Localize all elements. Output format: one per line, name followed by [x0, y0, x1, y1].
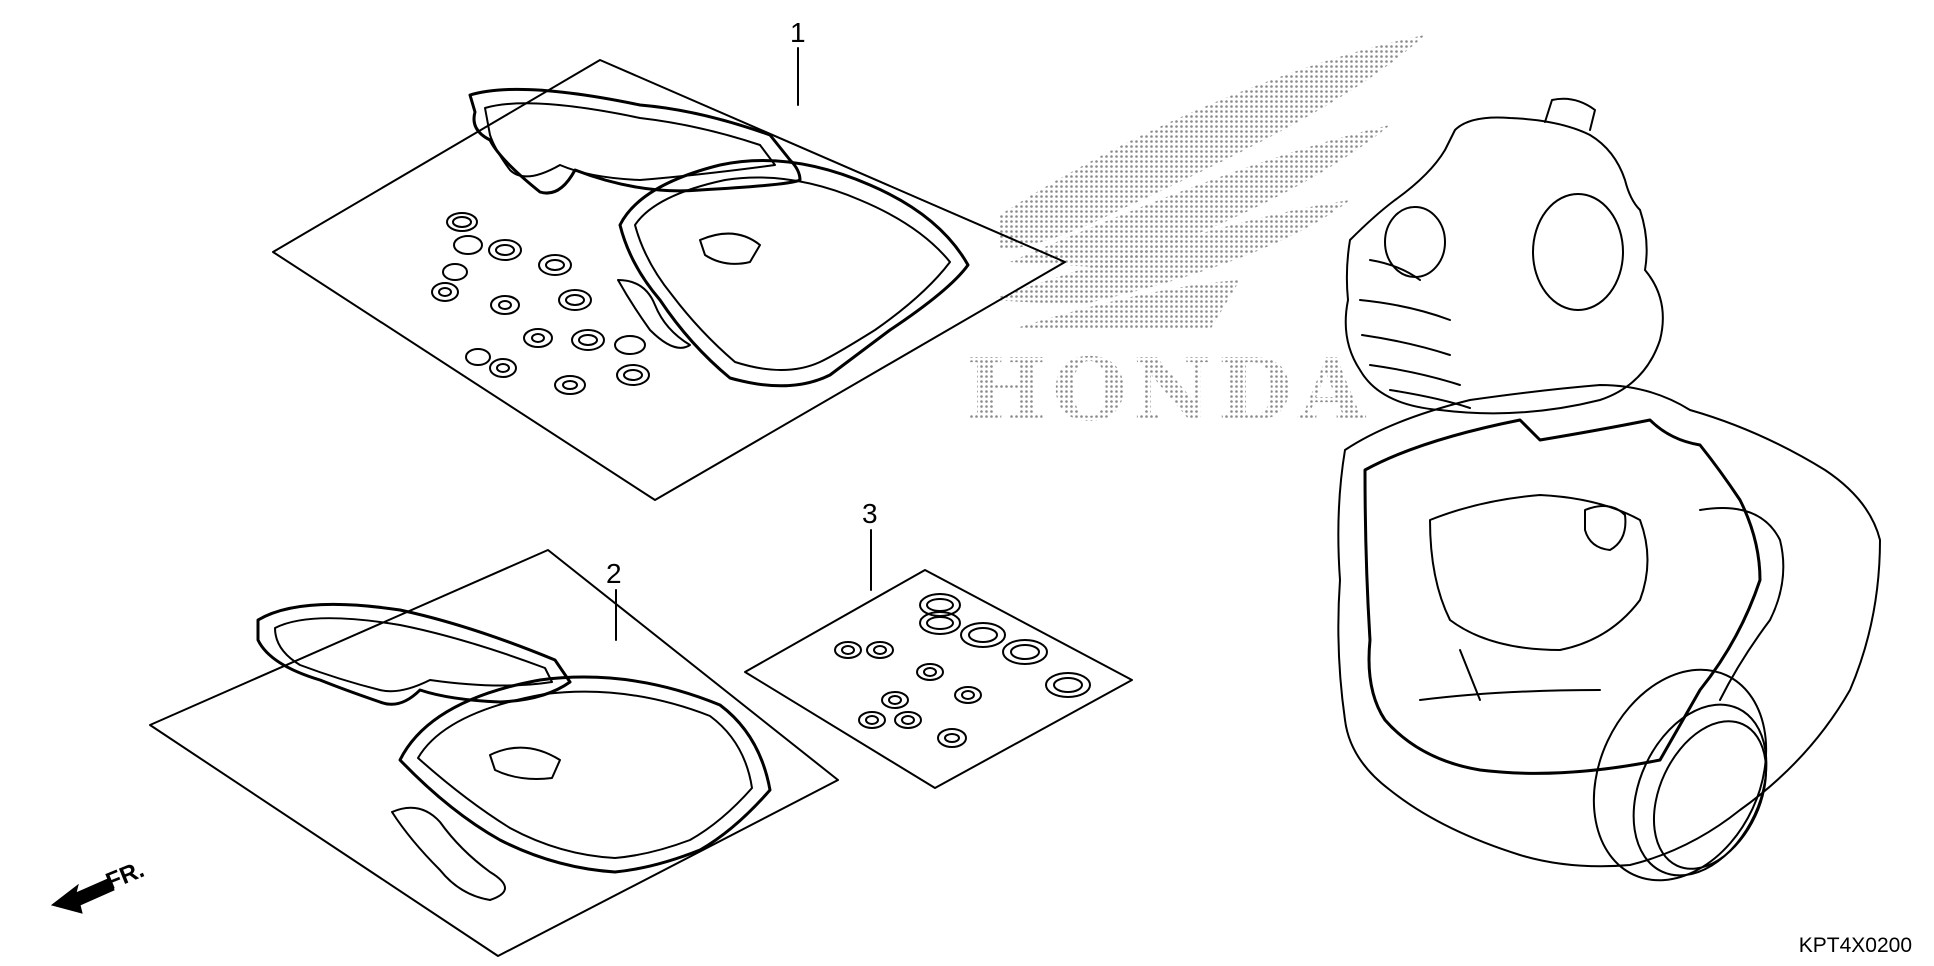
o-ring-kit-3[interactable]: 3 [744, 498, 1133, 789]
gasket-kit-1[interactable]: 1 [272, 17, 1066, 501]
engine-outline-illustration [1337, 97, 1881, 882]
front-direction-indicator: FR. [50, 856, 148, 914]
honda-wing-watermark: HONDA [965, 35, 1425, 441]
diagram-code: KPT4X0200 [1798, 934, 1912, 957]
callout-1: 1 [790, 17, 806, 48]
front-direction-label: FR. [102, 856, 148, 896]
front-arrow-icon [50, 877, 115, 914]
callout-3: 3 [862, 498, 878, 529]
gasket-kit-2[interactable]: 2 [149, 549, 839, 957]
honda-watermark-text: HONDA [965, 340, 1371, 441]
callout-2: 2 [606, 558, 622, 589]
